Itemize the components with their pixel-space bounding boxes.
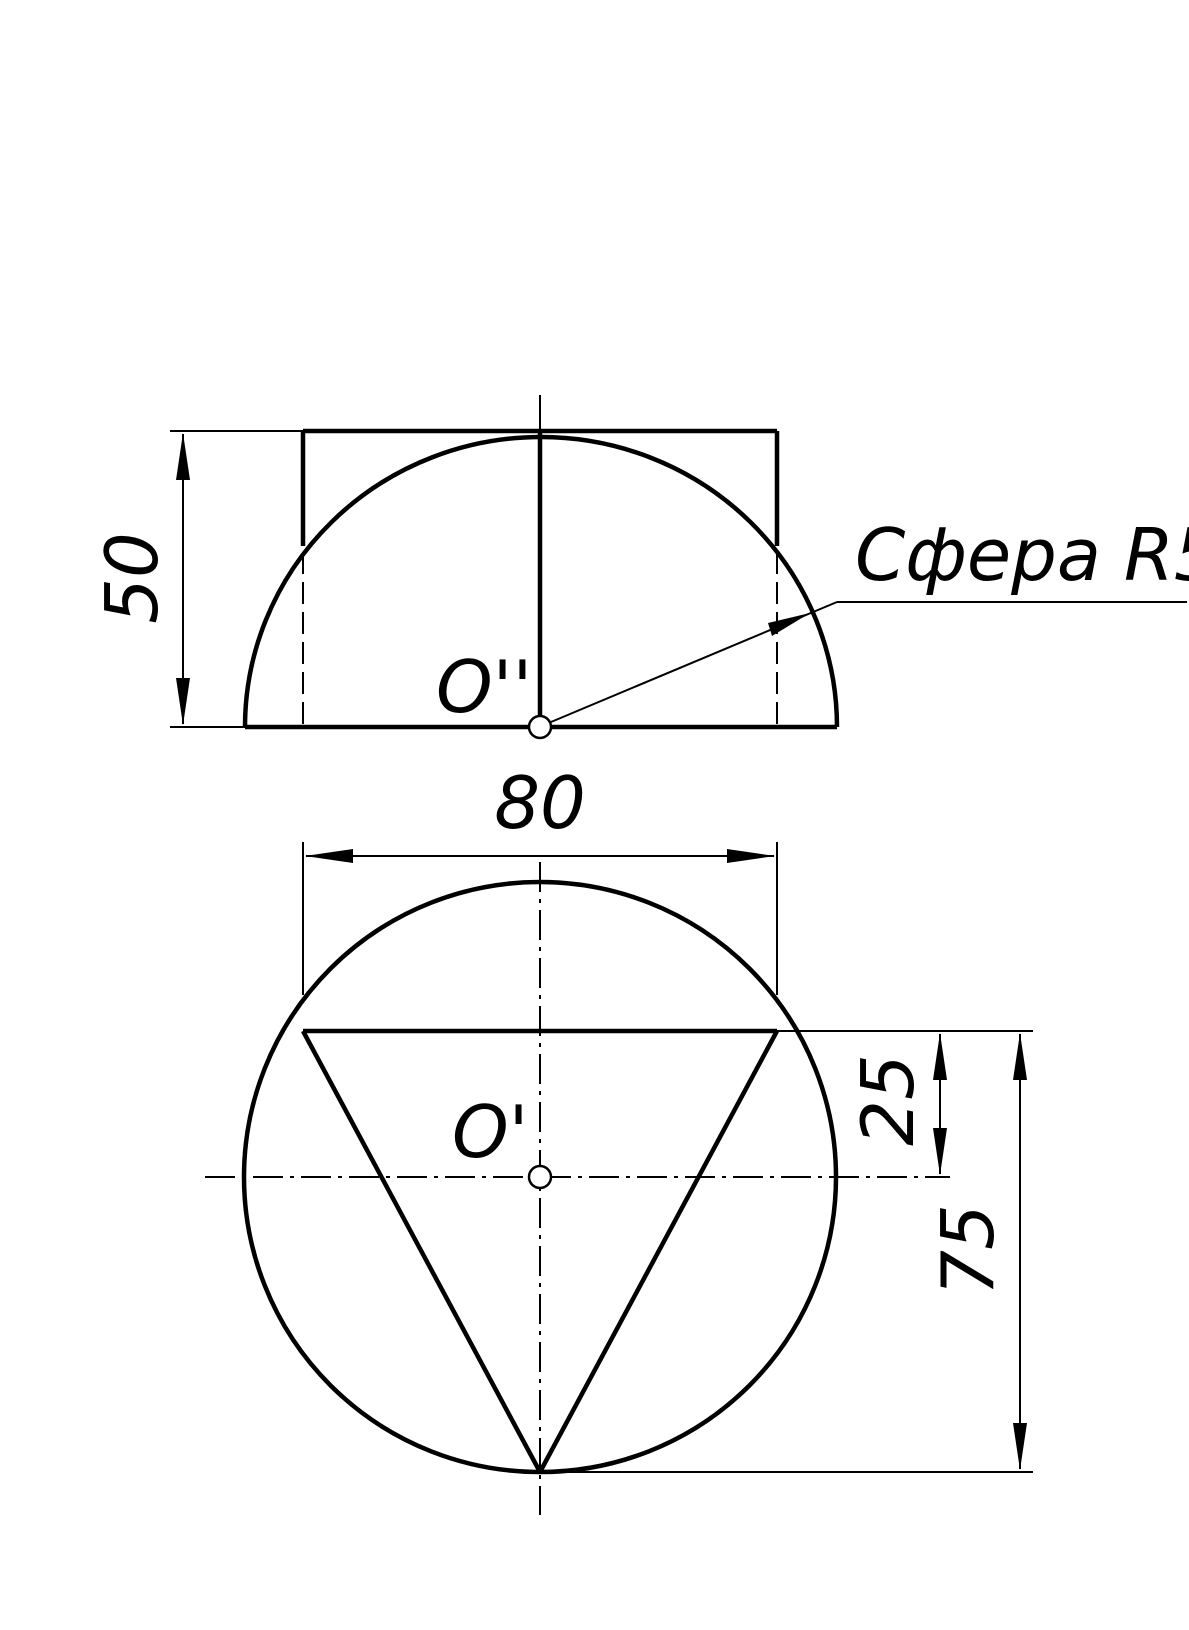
front-view: O'' (242, 395, 840, 740)
dim-25-arrow-bottom (933, 1128, 947, 1175)
front-center-label: O'' (436, 645, 532, 729)
dim-75-label: 75 (926, 1204, 1010, 1296)
dim-width-arrow-left (305, 849, 353, 863)
leader-arrow (768, 613, 810, 636)
dim-width-arrow-right (727, 849, 775, 863)
dim-height-arrow-bottom (176, 678, 190, 725)
dim-75-arrow-top (1013, 1033, 1027, 1080)
top-triangle-left-edge (301, 1029, 542, 1474)
dim-width-label: 80 (494, 761, 586, 845)
front-center-point (527, 714, 553, 740)
dim-75-arrow-bottom (1013, 1423, 1027, 1470)
top-center-label: O' (452, 1090, 528, 1174)
dim-25-label: 25 (846, 1054, 930, 1146)
sphere-note-label: Сфера R50 (855, 513, 1189, 597)
dimension-75: 75 (540, 1033, 1033, 1473)
sphere-leader: Сфера R50 (550, 513, 1189, 723)
dimension-25: 25 (777, 1030, 1033, 1175)
dim-25-arrow-top (933, 1033, 947, 1080)
dimension-height: 50 (90, 430, 303, 728)
dimension-width: 80 (302, 761, 778, 995)
dim-height-arrow-top (176, 433, 190, 480)
top-triangle-right-edge (538, 1029, 779, 1474)
dim-height-label: 50 (90, 532, 174, 624)
top-center-point (527, 1164, 553, 1190)
top-view: O' (205, 862, 950, 1515)
